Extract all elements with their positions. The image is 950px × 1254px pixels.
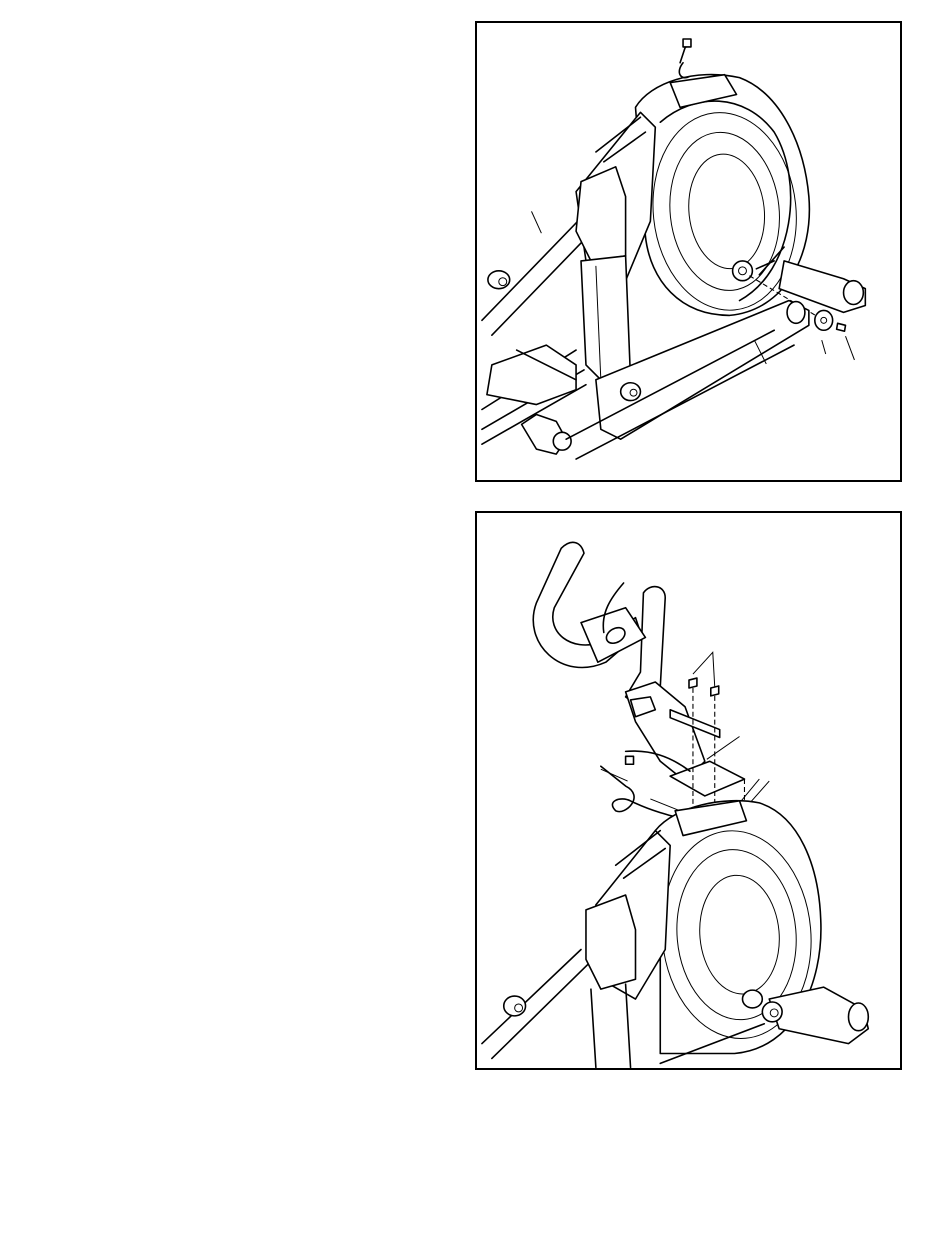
wire-callout-line bbox=[601, 769, 628, 781]
crank-hub bbox=[742, 990, 762, 1008]
right-arm-cap bbox=[844, 281, 864, 305]
right-arm-cap bbox=[848, 1003, 868, 1031]
shroud-block bbox=[576, 167, 626, 261]
crank-hub bbox=[733, 261, 753, 281]
rear-stabilizer bbox=[487, 345, 576, 404]
washer bbox=[815, 310, 833, 330]
bolt-callout-line bbox=[846, 336, 855, 360]
console-wire bbox=[679, 43, 690, 78]
bolt-right bbox=[711, 686, 719, 696]
figure-2-drawing bbox=[477, 513, 900, 1068]
upright-callout-line bbox=[707, 737, 740, 760]
assembly-figure-1 bbox=[475, 21, 902, 482]
washer-callout-line bbox=[822, 340, 826, 354]
bolt bbox=[837, 323, 846, 331]
upright-post bbox=[581, 256, 631, 385]
bolt-left bbox=[689, 678, 697, 688]
shroud-block bbox=[586, 895, 636, 989]
arm-callout-line bbox=[531, 211, 541, 233]
figure-1-drawing bbox=[477, 23, 900, 480]
rail-roller bbox=[787, 302, 805, 324]
assembly-figure-2 bbox=[475, 511, 902, 1070]
